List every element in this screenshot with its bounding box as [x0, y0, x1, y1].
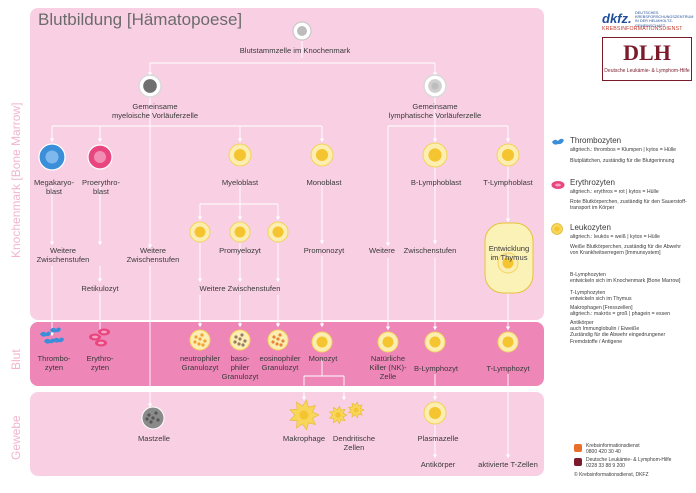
label-lymphoid-progenitor: Gemeinsame lymphatische Vorläuferzelle: [388, 102, 482, 120]
label-erythrocytes: Erythro- zyten: [86, 354, 114, 372]
label-myeloid-progenitor: Gemeinsame myeloische Vorläuferzelle: [111, 102, 199, 120]
label-t-lymphoblast: T-Lymphoblast: [483, 178, 533, 187]
label-intermediate-4: Weitere: [368, 246, 396, 255]
label-myeloblast: Myeloblast: [221, 178, 259, 187]
dkfz-logo: dkfz.: [602, 11, 632, 26]
thrombocyte-cells: [40, 327, 64, 344]
mast-cell: [141, 406, 165, 430]
label-thymus: Entwicklung im Thymus: [488, 244, 530, 262]
label-activated-t-cells: aktivierte T-Zellen: [478, 460, 538, 469]
thymus-t-cell: [497, 252, 519, 274]
legend-leukocytes-title: Leukozyten: [570, 223, 611, 232]
label-intermediate-5: Zwischenstufen: [403, 246, 457, 255]
dendritic-cell-2: [347, 401, 365, 419]
page-title: Blutbildung [Hämatopoese]: [38, 10, 243, 29]
zone-label-blood: Blut: [9, 349, 23, 370]
basophil-cell: [229, 329, 251, 351]
legend-thrombocytes-title: Thrombozyten: [570, 136, 622, 145]
legend-leukocytes-etym: altgriech.: leukós = weiß | kytos = Hüll…: [570, 234, 660, 240]
dlh-logo-subtitle: Deutsche Leukämie- & Lymphom-Hilfe: [604, 68, 690, 74]
t-lymphoblast-cell: [496, 143, 520, 167]
label-monocyte: Monozyt: [308, 354, 338, 363]
label-dendritic: Dendritische Zellen: [332, 434, 376, 452]
legend-b-lymphocytes: B-Lymphozyten entwickeln sich im Knochen…: [570, 272, 681, 285]
label-thrombocytes: Thrombo- zyten: [37, 354, 71, 372]
label-stem-cell: Blutstammzelle im Knochenmark: [239, 46, 351, 55]
legend-erythrocytes-title: Erythrozyten: [570, 178, 615, 187]
legend-platelet-icon: [552, 138, 564, 145]
monoblast-cell: [310, 143, 334, 167]
legend-leukocyte-icon: [551, 223, 563, 235]
blood-zone: [30, 322, 544, 386]
kid-contact-phone: 0800 420 30 40: [586, 449, 621, 455]
macrophage-cell: [289, 399, 320, 431]
lymphoid-progenitor-cell: [423, 74, 447, 98]
label-plasma-cell: Plasmazelle: [417, 434, 459, 443]
legend-macrophages: Makrophagen [Fresszellen] altgriech.: ma…: [570, 305, 670, 318]
t-lymphocyte-cell: [497, 331, 519, 353]
dendritic-cell-1: [328, 405, 348, 425]
label-basophil: baso- philer Granulozyt: [221, 354, 259, 381]
dlh-logo: DLH Deutsche Leukämie- & Lymphom-Hilfe: [602, 37, 692, 81]
promyelocyte-cell-2: [229, 221, 251, 243]
eosinophil-cell: [267, 329, 289, 351]
myeloblast-cell: [228, 143, 252, 167]
connector-lines: [51, 41, 509, 458]
legend-leukocytes-desc: Weiße Blutkörperchen, zuständig für die …: [570, 244, 681, 257]
erythrocyte-cells: [89, 328, 110, 347]
label-intermediate-1: Weitere Zwischenstufen: [36, 246, 90, 264]
label-macrophage: Makrophage: [282, 434, 326, 443]
nk-cell: [377, 331, 399, 353]
kid-contact-label: Krebsinformationsdienst: [586, 443, 640, 449]
legend-erythrocytes-etym: altgriech.: erythros = rot | kytos = Hül…: [570, 189, 659, 195]
b-lymphocyte-cell: [424, 331, 446, 353]
label-intermediate-3: Weitere Zwischenstufen: [199, 284, 281, 293]
monocyte-cell: [311, 331, 333, 353]
stem-cell: [292, 21, 312, 41]
legend-thrombocytes-desc: Blutplättchen, zuständig für die Blutger…: [570, 158, 675, 164]
label-t-lymphocyte: T-Lymphozyt: [486, 364, 530, 373]
promyelocyte-cell-1: [189, 221, 211, 243]
arrow-heads: [49, 72, 511, 458]
label-monoblast: Monoblast: [306, 178, 342, 187]
zone-label-bone-marrow: Knochenmark [Bone Marrow]: [9, 102, 23, 258]
label-nk-cell: Natürliche Killer (NK)- Zelle: [369, 354, 407, 381]
label-b-lymphocyte: B-Lymphozyt: [413, 364, 459, 373]
label-b-lymphoblast: B-Lymphoblast: [410, 178, 462, 187]
b-lymphoblast-cell: [422, 142, 448, 168]
legend-erythrocytes-desc: Rote Blutkörperchen, zuständig für den S…: [570, 199, 687, 212]
dlh-contact-phone: 0228 33 88 9 200: [586, 463, 625, 469]
label-eosinophil: eosinophiler Granulozyt: [259, 354, 301, 372]
legend-antibodies: Antikörper auch Immunglobulin / Eiweiße …: [570, 320, 666, 345]
label-promonocyte: Promonozyt: [303, 246, 345, 255]
label-promyelocyte: Promyelozyt: [219, 246, 261, 255]
dlh-contact-label: Deutsche Leukämie- & Lymphom-Hilfe: [586, 457, 672, 463]
copyright: © Krebsinformationsdienst, DKFZ: [574, 472, 649, 478]
legend-erythrocyte-icon: [551, 181, 565, 189]
label-megakaryoblast: Megakaryo- blast: [33, 178, 75, 196]
neutrophil-cell: [189, 329, 211, 351]
label-neutrophil: neutrophiler Granulozyt: [179, 354, 221, 372]
plasma-cell: [423, 401, 447, 425]
dlh-logo-text: DLH: [623, 40, 671, 65]
label-mast-cell: Mastzelle: [137, 434, 171, 443]
label-intermediate-2: Weitere Zwischenstufen: [126, 246, 180, 264]
label-antibody: Antikörper: [420, 460, 456, 469]
label-proerythroblast: Proerythro- blast: [82, 178, 120, 196]
label-reticulocyte: Retikulozyt: [81, 284, 119, 293]
megakaryoblast-cell: [38, 143, 66, 171]
cells: [38, 21, 520, 431]
dlh-contact-icon: [574, 458, 582, 466]
myeloid-progenitor-cell: [138, 74, 162, 98]
promyelocyte-cell-3: [267, 221, 289, 243]
legend-t-lymphocytes: T-Lymphozyten entwickeln sich im Thymus: [570, 290, 632, 303]
kid-logo: KREBSINFORMATIONSDIENST: [602, 26, 683, 32]
zone-label-tissue: Gewebe: [9, 415, 23, 460]
legend-thrombocytes-etym: altgriech.: thrombos = Klumpen | kytos =…: [570, 147, 677, 153]
kid-contact-icon: [574, 444, 582, 452]
proerythroblast-cell: [87, 144, 113, 170]
dkfz-logo-subtitle: DEUTSCHES KREBSFORSCHUNGSZENTRUM IN DER …: [635, 11, 694, 28]
